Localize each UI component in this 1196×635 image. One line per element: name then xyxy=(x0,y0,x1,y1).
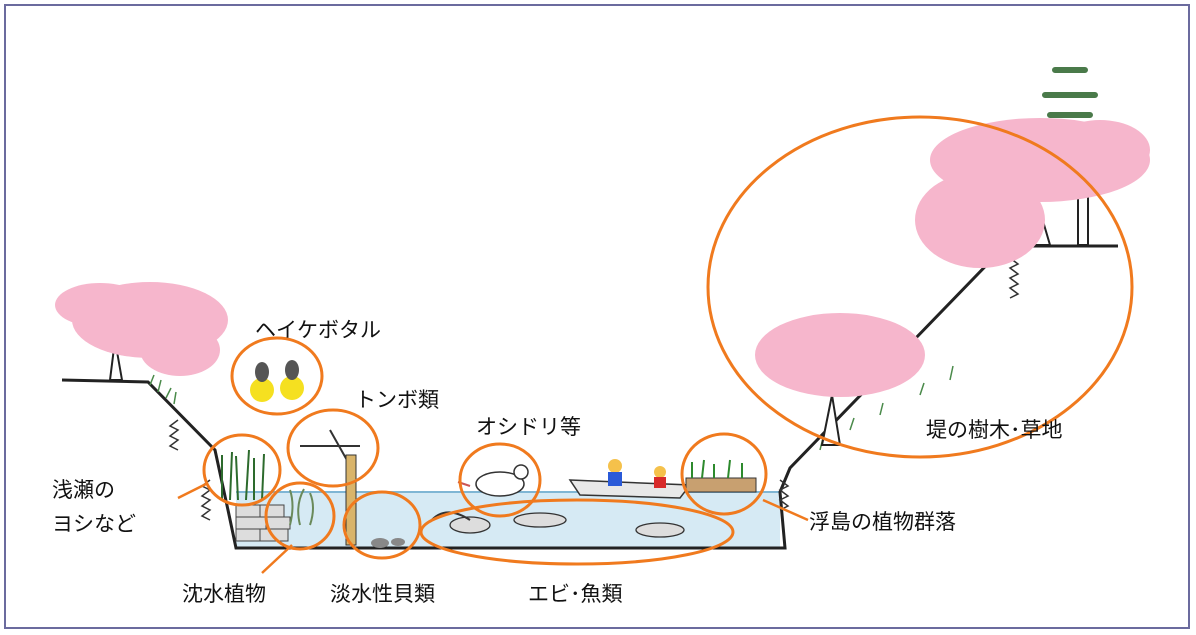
ring-shrimp-fish xyxy=(419,498,735,566)
label-submerged: 沈水植物 xyxy=(182,582,266,606)
ring-firefly xyxy=(230,336,324,416)
post xyxy=(345,454,357,546)
left-cherry-tree xyxy=(55,282,228,381)
reed-clump xyxy=(221,449,265,501)
ring-submerged xyxy=(264,481,336,551)
annotation-rings xyxy=(202,115,1134,566)
label-bank-trees: 堤の樹木･草地 xyxy=(926,418,1063,442)
duck xyxy=(457,464,529,497)
label-reeds-line1: 浅瀬の xyxy=(52,478,115,502)
ring-reeds xyxy=(202,433,282,507)
stone-wall-left xyxy=(235,504,291,542)
right-revetment xyxy=(778,257,1020,511)
leader-lines xyxy=(177,482,809,574)
label-reeds-line2: ヨシなど xyxy=(52,512,136,536)
leader-reeds xyxy=(177,482,207,500)
dragonfly-left xyxy=(300,429,360,463)
label-dragonfly: トンボ類 xyxy=(355,388,439,412)
label-firefly: ヘイケボタル xyxy=(255,318,381,342)
ring-dragonfly xyxy=(286,408,380,488)
leader-floating-island xyxy=(762,498,809,522)
label-shellfish: 淡水性貝類 xyxy=(330,582,435,606)
label-shrimp-fish: エビ･魚類 xyxy=(528,582,623,606)
boat-with-people xyxy=(568,459,692,499)
floating-island xyxy=(685,459,757,493)
left-revetment xyxy=(168,419,212,521)
label-floating-island: 浮島の植物群落 xyxy=(809,510,956,534)
water-surface xyxy=(236,492,780,548)
label-duck: オシドリ等 xyxy=(476,415,581,439)
fireflies xyxy=(250,360,304,402)
ring-bank-trees xyxy=(706,115,1134,459)
right-cherry-tree-lower xyxy=(755,313,925,446)
fish xyxy=(449,512,685,538)
ring-shellfish xyxy=(342,490,422,560)
ring-duck xyxy=(458,442,542,518)
leader-submerged xyxy=(261,544,293,574)
submerged-plants xyxy=(289,488,314,526)
ring-floating-island xyxy=(680,432,768,516)
shells xyxy=(371,538,405,548)
right-cherry-tree-upper xyxy=(915,67,1150,268)
